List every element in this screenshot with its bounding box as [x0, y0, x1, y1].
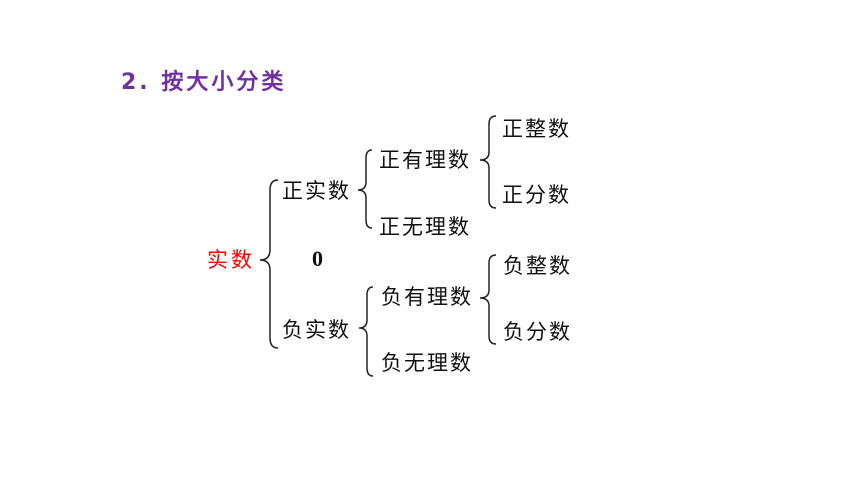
negative-rational-node: 负有理数: [381, 285, 473, 309]
positive-irrational-node: 正无理数: [379, 215, 471, 239]
negative-rational-brace: [479, 254, 497, 345]
positive-integer-node: 正整数: [502, 117, 571, 141]
negative-brace: [358, 286, 374, 377]
root-brace: [259, 179, 279, 349]
negative-integer-node: 负整数: [503, 254, 572, 278]
negative-real-node: 负实数: [282, 318, 351, 342]
positive-rational-brace: [479, 115, 497, 209]
positive-fraction-node: 正分数: [502, 183, 571, 207]
zero-node: 0: [312, 246, 325, 271]
negative-irrational-node: 负无理数: [381, 351, 473, 375]
positive-rational-node: 正有理数: [379, 148, 471, 172]
root-node: 实数: [207, 248, 255, 272]
section-heading: 2. 按大小分类: [121, 70, 287, 95]
positive-brace: [357, 149, 373, 229]
negative-fraction-node: 负分数: [503, 320, 572, 344]
positive-real-node: 正实数: [282, 179, 351, 203]
